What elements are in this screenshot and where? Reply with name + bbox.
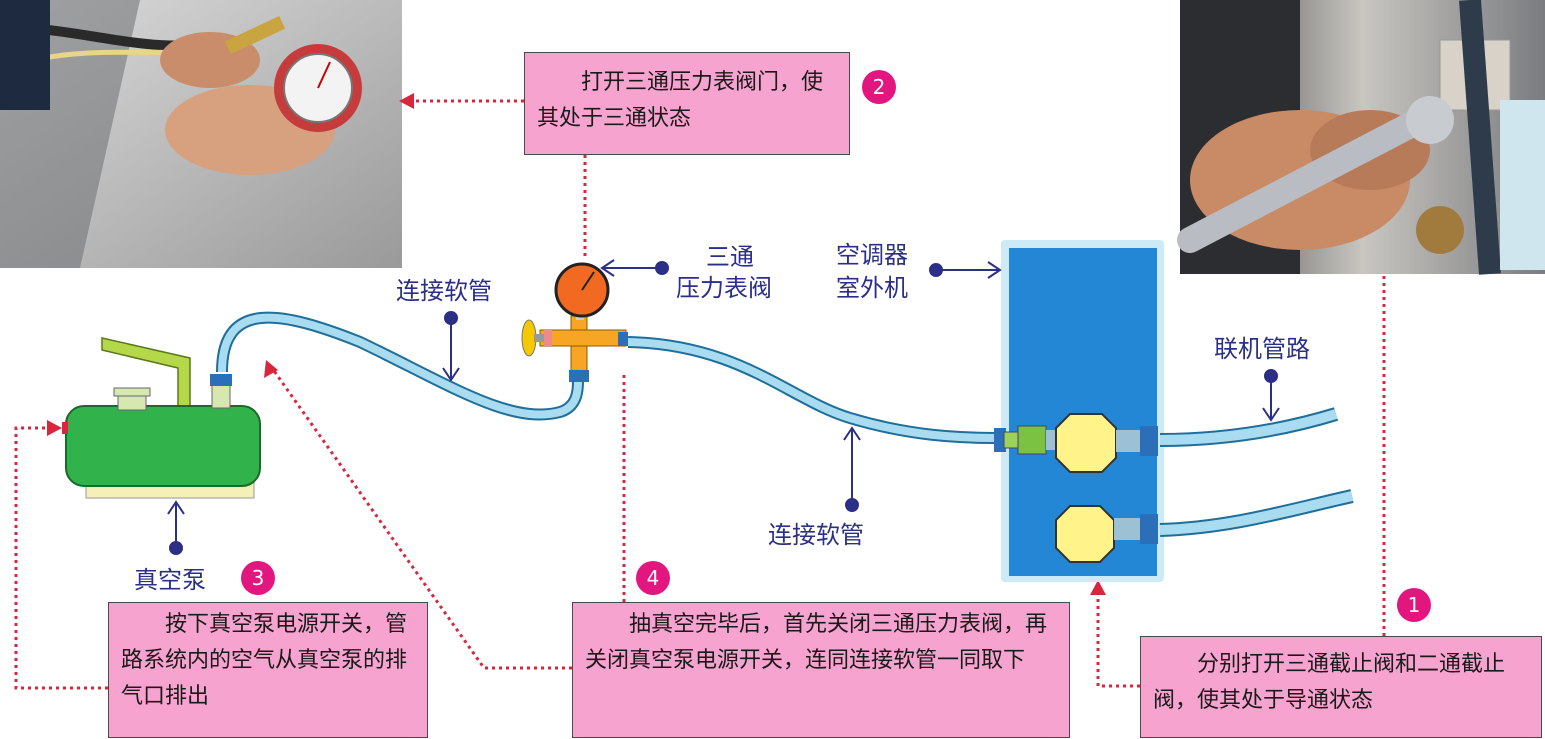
label-hose-bottom: 连接软管 (768, 521, 864, 549)
arrow-pump (167, 500, 185, 555)
connector-step4-hose (270, 367, 572, 670)
label-pipeline: 联机管路 (1214, 335, 1310, 363)
hoses (216, 311, 1354, 537)
arrowhead-to-pump (47, 420, 62, 436)
step-box-2: 打开三通压力表阀门，使其处于三通状态 (524, 52, 850, 155)
arrow-hose-top (442, 311, 460, 382)
three-way-stop-valve (1055, 413, 1117, 473)
vacuum-pump (62, 337, 261, 499)
arrowhead-to-unit (1090, 580, 1106, 595)
label-pump: 真空泵 (134, 566, 206, 594)
gauge-valve (521, 262, 628, 382)
arrow-outdoor (929, 261, 1002, 279)
step-box-4: 抽真空完毕后，首先关闭三通压力表阀，再关闭真空泵电源开关，连同连接软管一同取下 (572, 602, 1070, 738)
arrow-hose-bottom (843, 426, 861, 512)
label-valve-line1: 三通 (706, 243, 754, 271)
photo-outdoor-valves (1177, 0, 1545, 275)
step-badge-1: 1 (1397, 588, 1431, 622)
step-badge-3: 3 (241, 561, 275, 595)
hose-valve-to-unit (627, 336, 997, 444)
photo-gauge-valve (0, 0, 402, 268)
service-valves (994, 413, 1158, 563)
connector-lines (14, 99, 1386, 690)
step-badge-2: 2 (862, 70, 896, 104)
connector-step1-unit (1096, 590, 1140, 688)
step-box-3: 按下真空泵电源开关，管路系统内的空气从真空泵的排气口排出 (108, 602, 428, 738)
connector-arrowheads (47, 93, 1106, 595)
arrowhead-to-hose (264, 360, 278, 378)
two-way-stop-valve (1055, 505, 1115, 563)
arrowhead-to-photo (399, 93, 414, 109)
step-box-1: 分别打开三通截止阀和二通截止阀，使其处于导通状态 (1140, 636, 1542, 738)
arrow-valve (600, 259, 669, 277)
step-badge-4: 4 (636, 561, 670, 595)
label-outdoor-line1: 空调器 (836, 241, 908, 269)
arrow-pipeline (1262, 369, 1280, 422)
label-outdoor-line2: 室外机 (836, 274, 908, 302)
label-hose-top: 连接软管 (396, 277, 492, 305)
label-arrows (167, 259, 1280, 555)
label-valve-line2: 压力表阀 (676, 274, 772, 302)
